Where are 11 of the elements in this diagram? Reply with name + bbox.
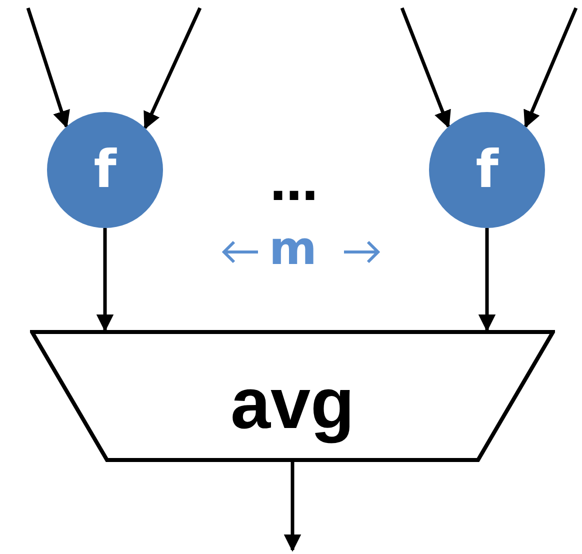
arrow xyxy=(143,7,202,130)
function-label: f xyxy=(94,144,116,196)
arrow xyxy=(96,228,114,332)
arrow xyxy=(524,7,578,128)
arrow xyxy=(26,7,70,128)
arrow xyxy=(284,462,302,552)
function-label: f xyxy=(476,144,498,196)
arrow xyxy=(400,7,451,128)
arrow xyxy=(478,228,496,332)
count-label: m xyxy=(269,225,317,271)
ellipsis: … xyxy=(270,160,318,208)
